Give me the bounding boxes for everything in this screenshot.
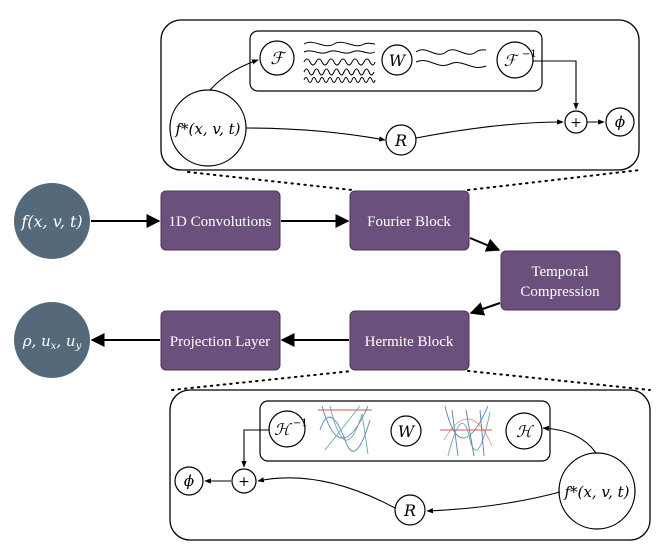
fourier-inverse-label: ℱ — [504, 51, 520, 70]
hermite-transform-node: ℋ — [505, 412, 543, 450]
hermite-detail-arrows — [204, 425, 597, 514]
fourier-transform-node: ℱ — [259, 40, 295, 76]
fourier-sum-node: + — [564, 110, 588, 134]
hermite-block-label: Hermite Block — [365, 334, 454, 350]
fourier-input-label: f*(x, v, t) — [174, 120, 240, 138]
fourier-residual-node: R — [385, 124, 417, 156]
hermite-transform-label: ℋ — [516, 422, 534, 441]
fourier-spectrum-waves — [303, 41, 376, 83]
fourier-inverse-sup: −1 — [522, 49, 537, 60]
projection-block-label: Projection Layer — [170, 334, 270, 350]
hermite-residual-label: R — [403, 501, 416, 520]
input-node: f(x, v, t) — [14, 183, 90, 259]
fourier-filtered-waves — [415, 49, 487, 68]
fourier-zoom-connectors — [187, 169, 641, 191]
hermite-inverse-node: ℋ −1 — [268, 410, 308, 448]
temporal-block-label-line1: Temporal — [531, 264, 588, 280]
hermite-polynomials-plot-left — [318, 405, 372, 455]
fourier-transform-label: ℱ — [270, 49, 287, 69]
temporal-block-label-line2: Compression — [520, 284, 600, 300]
fourier-activation-label: ϕ — [615, 113, 625, 131]
hermite-weight-node: W — [390, 415, 422, 447]
fourier-weight-node: W — [381, 44, 413, 76]
fourier-block-label: Fourier Block — [367, 214, 451, 230]
hermite-polynomials-plot-right — [440, 405, 493, 457]
hermite-residual-node: R — [394, 494, 426, 526]
fourier-activation-node: ϕ — [605, 107, 635, 137]
pipeline-arrows — [90, 214, 501, 347]
hermite-input-label: f*(x, v, t) — [563, 483, 629, 501]
fourier-residual-label: R — [394, 131, 407, 150]
fourier-input-node: f*(x, v, t) — [169, 89, 247, 167]
hermite-sum-node: + — [231, 468, 257, 494]
hermite-weight-label: W — [398, 422, 416, 441]
fourier-block: Fourier Block — [349, 190, 470, 251]
hermite-detail-panel: ℋ −1 W ℋ — [169, 389, 651, 541]
temporal-compression-block: Temporal Compression — [500, 250, 621, 311]
fourier-sum-label: + — [570, 115, 582, 131]
fourier-inverse-node: ℱ −1 — [496, 41, 537, 79]
output-node: ρ, ux, uy — [14, 302, 90, 378]
projection-block: Projection Layer — [160, 310, 281, 371]
fourier-detail-panel: ℱ W ℱ −1 f*(x, v, t) — [160, 19, 640, 171]
output-node-label: ρ, ux, uy — [22, 332, 82, 352]
hermite-activation-label: ϕ — [184, 472, 194, 490]
fourier-weight-label: W — [389, 51, 407, 70]
hermite-block: Hermite Block — [349, 310, 470, 371]
hermite-activation-node: ϕ — [174, 466, 204, 496]
hermite-inverse-label: ℋ — [274, 420, 292, 439]
conv-block: 1D Convolutions — [160, 190, 281, 251]
fourier-detail-arrows — [209, 59, 605, 142]
hermite-zoom-connectors — [171, 370, 651, 391]
hermite-inverse-sup: −1 — [293, 418, 308, 429]
hermite-input-node: f*(x, v, t) — [558, 452, 636, 530]
conv-block-label: 1D Convolutions — [169, 214, 272, 230]
hermite-sum-label: + — [238, 474, 250, 490]
input-node-label: f(x, v, t) — [20, 212, 82, 231]
